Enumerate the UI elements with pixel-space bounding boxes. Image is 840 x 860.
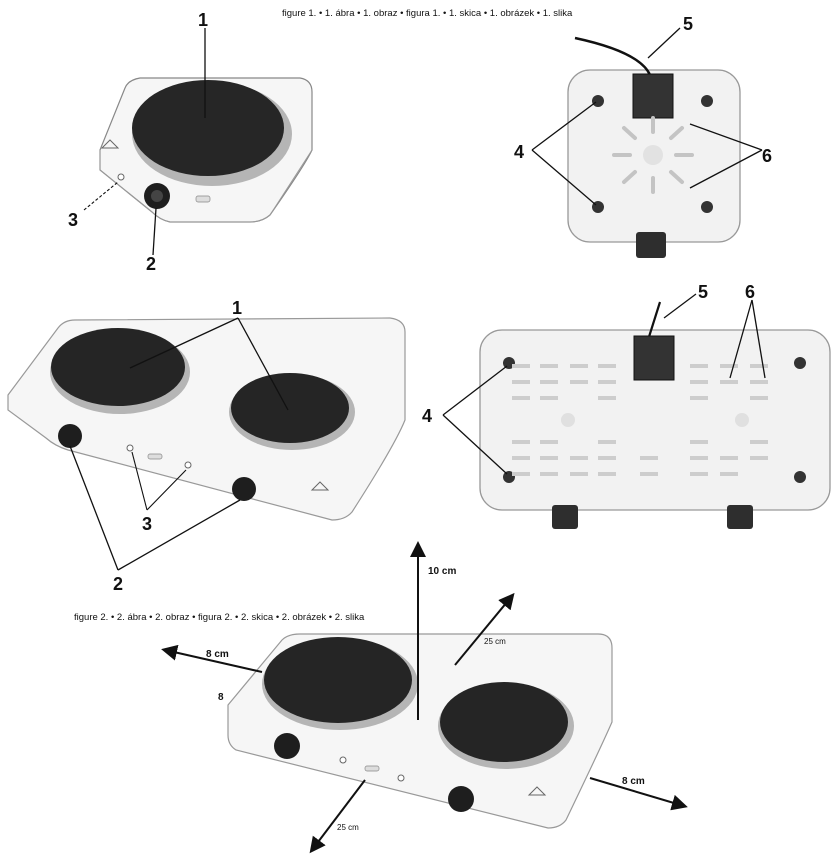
callout-4: 4 bbox=[422, 406, 432, 426]
callout-4: 4 bbox=[514, 142, 524, 162]
hotplate-small bbox=[231, 373, 349, 443]
clearance-top-label: 10 cm bbox=[428, 566, 456, 577]
callout-2: 2 bbox=[113, 574, 123, 594]
callout-5: 5 bbox=[683, 14, 693, 34]
single-hob: 1 2 3 bbox=[68, 10, 313, 274]
hotplate-large bbox=[264, 637, 412, 723]
figure1-caption: figure 1. • 1. ábra • 1. obraz • figura … bbox=[282, 8, 573, 19]
double-hob: 1 2 3 bbox=[7, 298, 406, 594]
knob-right bbox=[448, 786, 474, 812]
knob-right bbox=[232, 477, 256, 501]
clearance-diagram: 10 cm 8 cm 25 cm 8 cm 25 cm 8 bbox=[161, 541, 688, 854]
clearance-left-label: 8 cm bbox=[206, 649, 229, 660]
clearance-back-label: 25 cm bbox=[484, 637, 506, 646]
knob-left bbox=[58, 424, 82, 448]
double-hob-base: 4 5 6 bbox=[422, 282, 831, 529]
clearance-front-label: 25 cm bbox=[337, 823, 359, 832]
figure2-caption: figure 2. • 2. ábra • 2. obraz • figura … bbox=[74, 612, 365, 623]
callout-1: 1 bbox=[232, 298, 242, 318]
callout-2: 2 bbox=[146, 254, 156, 274]
knob-left bbox=[274, 733, 300, 759]
hotplate-small bbox=[440, 682, 568, 762]
callout-5: 5 bbox=[698, 282, 708, 302]
callout-3: 3 bbox=[68, 210, 78, 230]
callout-6: 6 bbox=[762, 146, 772, 166]
clearance-right-label: 8 cm bbox=[622, 776, 645, 787]
single-hob-base: 4 5 6 bbox=[514, 14, 772, 258]
hotplate-large bbox=[51, 328, 185, 406]
callout-6: 6 bbox=[745, 282, 755, 302]
hotplate bbox=[132, 80, 284, 176]
callout-3: 3 bbox=[142, 514, 152, 534]
callout-1: 1 bbox=[198, 10, 208, 30]
side-mark: 8 bbox=[218, 692, 224, 703]
